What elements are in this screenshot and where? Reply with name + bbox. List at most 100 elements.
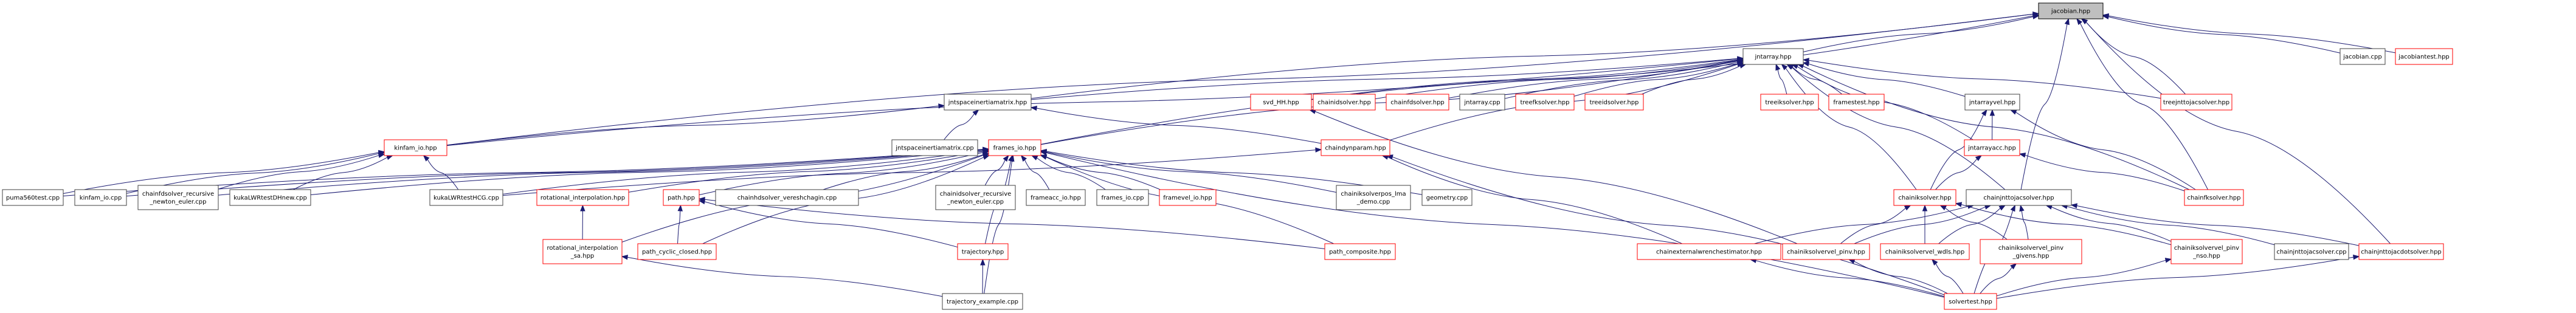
node-geometry-cpp[interactable]: geometry.cpp <box>1421 189 1473 206</box>
node-frameacc-io-hpp[interactable]: frameacc_io.hpp <box>1026 189 1086 206</box>
edge-solvertest-hpp-to-chainexternalwrenchestimator-hpp <box>1749 258 1945 297</box>
node-box <box>663 189 700 206</box>
node-chainidsolver-hpp[interactable]: chainidsolver.hpp <box>1313 94 1376 111</box>
node-jntspaceinertiamatrix-cpp[interactable]: jntspaceinertiamatrix.cpp <box>891 139 978 156</box>
node-jacobian-hpp[interactable]: jacobian.hpp <box>2038 2 2104 19</box>
edge-trajectory-example-cpp-to-rotational-interpolation-sa-hpp <box>621 255 943 297</box>
node-label: puma560test.cpp <box>6 195 60 202</box>
node-box <box>1324 243 1396 260</box>
edge-chainjnttojacdotsolver-hpp-to-jacobian-hpp <box>2080 18 2391 244</box>
node-chainexternalwrenchestimator-hpp[interactable]: chainexternalwrenchestimator.hpp <box>1637 243 1781 260</box>
arrowhead-icon <box>1315 147 1322 153</box>
node-kinfam-io-hpp[interactable]: kinfam_io.hpp <box>384 139 447 156</box>
edge-kukalwrtestdhnew-cpp-to-kinfam-io-hpp <box>293 155 393 190</box>
node-chainjnttojacsolver-cpp[interactable]: chainjnttojacsolver.cpp <box>2274 243 2349 260</box>
node-kinfam-io-cpp[interactable]: kinfam_io.cpp <box>74 189 127 206</box>
edge-chainiksolvervel-pinv-nso-hpp-to-chainiksolver-hpp <box>1955 202 2172 246</box>
node-chainfksolver-hpp[interactable]: chainfksolver.hpp <box>2184 189 2244 206</box>
node-path-cyclic-closed-hpp[interactable]: path_cyclic_closed.hpp <box>637 243 717 260</box>
node-jntarrayacc-hpp[interactable]: jntarrayacc.hpp <box>1964 139 2020 156</box>
node-treeiksolver-hpp[interactable]: treeiksolver.hpp <box>1760 94 1819 111</box>
node-label: rotational_interpolation.hpp <box>540 195 625 202</box>
edge-kinfam-io-hpp-to-jacobian-hpp <box>446 11 2040 146</box>
edge-kinfam-io-hpp-to-jntspaceinertiamatrix-hpp <box>446 103 945 146</box>
node-chainiksolverpos-lma-demo-cpp[interactable]: chainiksolverpos_lma_demo.cpp <box>1336 185 1411 210</box>
node-rotational-interpolation-hpp[interactable]: rotational_interpolation.hpp <box>536 189 629 206</box>
arrowhead-icon <box>580 204 585 212</box>
node-path-composite-hpp[interactable]: path_composite.hpp <box>1324 243 1396 260</box>
node-chainiksolvervel-pinv-nso-hpp[interactable]: chainiksolvervel_pinv_nso.hpp <box>2170 239 2243 264</box>
arrowhead-icon <box>1904 205 1911 211</box>
arrowhead-icon <box>1040 154 1048 160</box>
node-frames-io-cpp[interactable]: frames_io.cpp <box>1096 189 1149 206</box>
edge-line <box>2080 22 2208 190</box>
edge-chainiksolvervel-pinv-nso-hpp-to-chainjnttojacsolver-hpp <box>2045 204 2172 242</box>
node-jacobiantest-hpp[interactable]: jacobiantest.hpp <box>2395 48 2453 65</box>
node-frames-io-hpp[interactable]: frames_io.hpp <box>988 139 1041 156</box>
node-kukalwrtestdhnew-cpp[interactable]: kukaLWRtestDHnew.cpp <box>229 189 311 206</box>
edge-line <box>1961 204 2172 246</box>
node-label: jacobiantest.hpp <box>2398 54 2450 61</box>
node-chainfdsolver-rne-cpp[interactable]: chainfdsolver_recursive_newton_euler.cpp <box>137 185 219 210</box>
node-rotational-interpolation-sa-hpp[interactable]: rotational_interpolation_sa.hpp <box>542 239 623 264</box>
node-label: jntarray.cpp <box>1463 100 1500 106</box>
edges-layer <box>63 11 2396 299</box>
edge-line <box>704 201 958 248</box>
arrowhead-icon <box>1975 155 1983 162</box>
node-jntarrayvel-hpp[interactable]: jntarrayvel.hpp <box>1964 94 2020 111</box>
node-chainjnttojacdotsolver-hpp[interactable]: chainjnttojacdotsolver.hpp <box>2358 243 2444 260</box>
node-jacobian-cpp[interactable]: jacobian.cpp <box>2339 48 2386 65</box>
node-box <box>715 189 859 206</box>
edge-line <box>1642 66 1741 95</box>
edge-line <box>628 151 984 193</box>
edge-frameacc-io-hpp-to-frames-io-hpp <box>1020 154 1050 190</box>
edge-line <box>699 152 984 196</box>
node-chainjnttojacsolver-hpp[interactable]: chainjnttojacsolver.hpp <box>1966 189 2072 206</box>
node-trajectory-hpp[interactable]: trajectory.hpp <box>957 243 1009 260</box>
node-solvertest-hpp[interactable]: solvertest.hpp <box>1944 293 1997 310</box>
node-box <box>988 139 1041 156</box>
node-chainidsolver-rne-cpp[interactable]: chainidsolver_recursive_newton_euler.cpp <box>935 185 1016 210</box>
node-box <box>1159 189 1217 206</box>
node-chainiksolvervel-pinv-givens-hpp[interactable]: chainiksolvervel_pinv_givens.hpp <box>1980 239 2082 264</box>
node-chainiksolver-hpp[interactable]: chainiksolver.hpp <box>1893 189 1956 206</box>
node-treefksolver-hpp[interactable]: treefksolver.hpp <box>1515 94 1575 111</box>
edge-line <box>1754 206 1969 244</box>
node-label: framestest.hpp <box>1833 100 1879 106</box>
node-label: chainidsolver_recursive <box>940 191 1012 198</box>
node-box <box>74 189 127 206</box>
edge-line <box>1996 256 2354 299</box>
node-label: chainiksolvervel_pinv <box>2174 245 2239 252</box>
edge-line <box>677 210 681 244</box>
node-box <box>1944 293 1997 310</box>
edge-kukalwrtesthcg-cpp-to-chaindynparam-hpp <box>502 147 1322 196</box>
arrowhead-icon <box>2070 203 2077 208</box>
node-chainiksolvervel-wdls-hpp[interactable]: chainiksolvervel_wdls.hpp <box>1880 243 1970 260</box>
node-trajectory-example-cpp[interactable]: trajectory_example.cpp <box>942 293 1023 310</box>
node-treeidsolver-hpp[interactable]: treeidsolver.hpp <box>1584 94 1644 111</box>
node-jntspaceinertiamatrix-hpp[interactable]: jntspaceinertiamatrix.hpp <box>944 94 1032 111</box>
node-path-hpp[interactable]: path.hpp <box>663 189 700 206</box>
arrowhead-icon <box>378 153 385 158</box>
node-box <box>1096 189 1149 206</box>
node-chainfdsolver-hpp[interactable]: chainfdsolver.hpp <box>1386 94 1449 111</box>
node-chainiksolvervel-pinv-hpp[interactable]: chainiksolvervel_pinv.hpp <box>1782 243 1870 260</box>
node-jntarray-hpp[interactable]: jntarray.hpp <box>1742 48 1804 65</box>
node-box <box>1760 94 1819 111</box>
node-svd-hh-hpp[interactable]: svd_HH.hpp <box>1250 94 1312 111</box>
node-jntarray-cpp[interactable]: jntarray.cpp <box>1459 94 1505 111</box>
node-chainhdsolver-vereshchagin-cpp[interactable]: chainhdsolver_vereshchagin.cpp <box>715 189 859 206</box>
node-treejnttojacsolver-hpp[interactable]: treejnttojacsolver.hpp <box>2160 94 2232 111</box>
node-chaindynparam-hpp[interactable]: chaindynparam.hpp <box>1321 139 1390 156</box>
edge-line <box>1980 267 2012 294</box>
node-kukalwrtesthcg-cpp[interactable]: kukaLWRtestHCG.cpp <box>429 189 503 206</box>
node-box <box>536 189 629 206</box>
node-puma560test-cpp[interactable]: puma560test.cpp <box>2 189 64 206</box>
arrowhead-icon <box>1786 64 1794 70</box>
node-label: chainiksolver.hpp <box>1898 195 1951 202</box>
edge-line <box>1387 157 1682 244</box>
node-framevel-io-hpp[interactable]: framevel_io.hpp <box>1159 189 1217 206</box>
edge-line <box>2020 24 2068 190</box>
node-label: chainjnttojacdotsolver.hpp <box>2361 249 2442 256</box>
node-framestest-hpp[interactable]: framestest.hpp <box>1828 94 1885 111</box>
